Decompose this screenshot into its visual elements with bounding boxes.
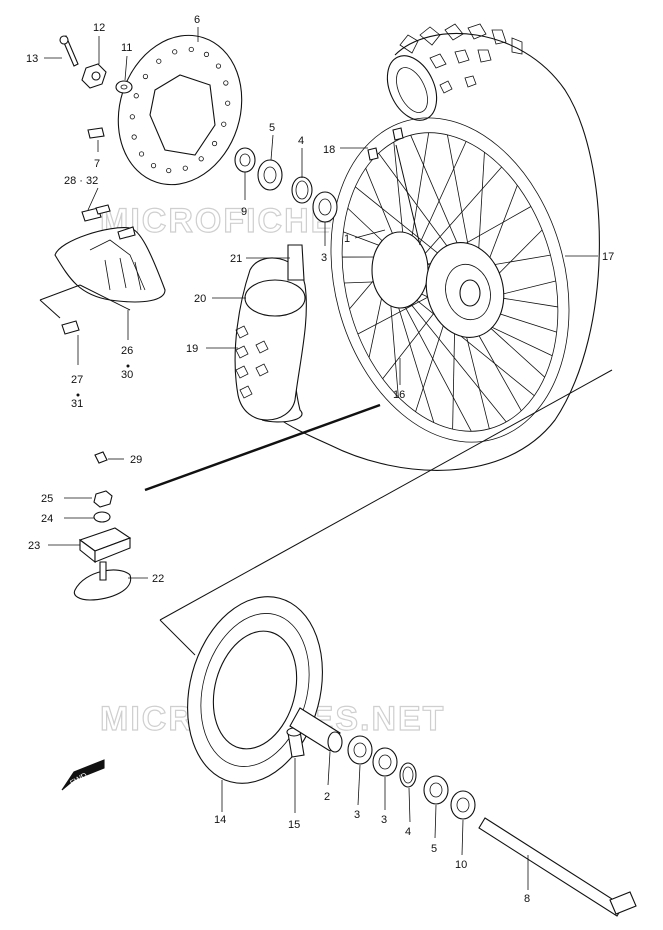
separator-dot	[76, 393, 80, 397]
wheel-hub	[371, 231, 505, 338]
washer-11	[115, 80, 133, 94]
spoke	[411, 166, 502, 269]
callout-8: 8	[524, 893, 530, 905]
callout-27: 27	[71, 374, 83, 386]
bearing-3-lower-b	[372, 747, 398, 777]
disc-hole	[129, 114, 135, 120]
disc-hole	[172, 49, 178, 55]
callout-16: 16	[393, 389, 405, 401]
callout-1: 1	[344, 233, 350, 245]
nut-25	[93, 490, 113, 508]
callout-13: 13	[26, 53, 38, 65]
bearing-5-upper	[257, 159, 283, 191]
disc-hole	[203, 51, 210, 57]
callout-10: 10	[455, 859, 467, 871]
disc-hole	[198, 156, 204, 162]
valve-cap-29	[94, 451, 108, 464]
castle-nut	[81, 63, 107, 89]
callout-30: 30	[121, 369, 133, 381]
callout-3-lower-a: 3	[354, 809, 360, 821]
fwd-arrow-icon: FWD	[61, 759, 105, 791]
axle-8	[478, 817, 637, 917]
callout-21: 21	[230, 253, 242, 265]
disc-hole	[150, 163, 157, 169]
disc-hole	[166, 167, 172, 174]
disc-hole	[223, 80, 229, 86]
rim-outer	[330, 117, 570, 443]
callout-15: 15	[288, 819, 300, 831]
inner-tube	[234, 244, 307, 423]
bolt-28	[81, 204, 111, 222]
callout-23: 23	[28, 540, 40, 552]
callout-3-upper: 3	[321, 252, 327, 264]
disc-hole	[221, 121, 227, 127]
tire-tread	[399, 23, 523, 94]
rear-sprocket	[187, 596, 323, 784]
disc-hole	[182, 165, 188, 171]
disc-hole	[133, 93, 139, 99]
callout-20: 20	[194, 293, 206, 305]
bearing-3-lower-a	[347, 735, 373, 765]
spoke	[394, 284, 507, 423]
callout-17: 17	[602, 251, 614, 263]
sprocket-bolt-15	[286, 727, 305, 758]
callout-28-32: 28 · 32	[64, 175, 98, 187]
disc-hole	[156, 58, 162, 64]
callout-5-upper: 5	[269, 122, 275, 134]
callout-2: 2	[324, 791, 330, 803]
tire-section	[386, 55, 438, 121]
mud-guard-bracket	[54, 226, 166, 303]
callout-14: 14	[214, 814, 226, 826]
callout-6: 6	[194, 14, 200, 26]
disc-hole	[142, 73, 149, 80]
callout-22: 22	[152, 573, 164, 585]
spacer-9	[234, 147, 256, 173]
collar-10	[450, 790, 476, 820]
callout-19: 19	[186, 343, 198, 355]
disc-hole	[225, 100, 231, 106]
rim-lock-block-23	[78, 527, 132, 564]
callout-9: 9	[241, 206, 247, 218]
disc-hole	[211, 140, 218, 147]
callout-4-lower: 4	[405, 826, 411, 838]
spoke	[398, 285, 535, 397]
callout-3-lower-b: 3	[381, 814, 387, 826]
tire	[265, 32, 600, 471]
disc-hole	[215, 63, 222, 69]
callout-25: 25	[41, 493, 53, 505]
bolt-27	[61, 320, 80, 335]
callout-18: 18	[323, 144, 335, 156]
leader-lines	[44, 27, 598, 890]
spoke-nipples-18	[367, 127, 421, 246]
callout-4-upper: 4	[298, 135, 304, 147]
seal-5-lower	[423, 775, 449, 805]
brake-disc	[117, 34, 243, 186]
cotter-pin	[59, 35, 79, 67]
disc-hole	[131, 134, 137, 140]
separator-dot	[126, 364, 130, 368]
callout-26: 26	[121, 345, 133, 357]
washer-24	[93, 511, 111, 523]
callout-labels: 13 12 11 6 7 28 · 32 9 5 4 18 3 1 17 21 …	[26, 14, 614, 905]
bearing-3-upper	[312, 191, 338, 223]
rear-wheel-assembly	[265, 23, 600, 471]
callout-7: 7	[94, 158, 100, 170]
rim-lock-22	[73, 561, 132, 601]
reference-lines	[39, 284, 613, 656]
callout-29: 29	[130, 454, 142, 466]
callout-31: 31	[71, 398, 83, 410]
circlip-4-upper	[291, 176, 313, 204]
spacer-2	[289, 707, 343, 753]
disc-hole	[138, 151, 145, 157]
circlip-4-lower	[399, 762, 417, 788]
callout-5-lower: 5	[431, 843, 437, 855]
callout-11: 11	[121, 42, 132, 54]
callout-12: 12	[93, 22, 105, 34]
callout-24: 24	[41, 513, 53, 525]
bolt-7	[87, 127, 105, 139]
disc-hole	[188, 46, 194, 53]
